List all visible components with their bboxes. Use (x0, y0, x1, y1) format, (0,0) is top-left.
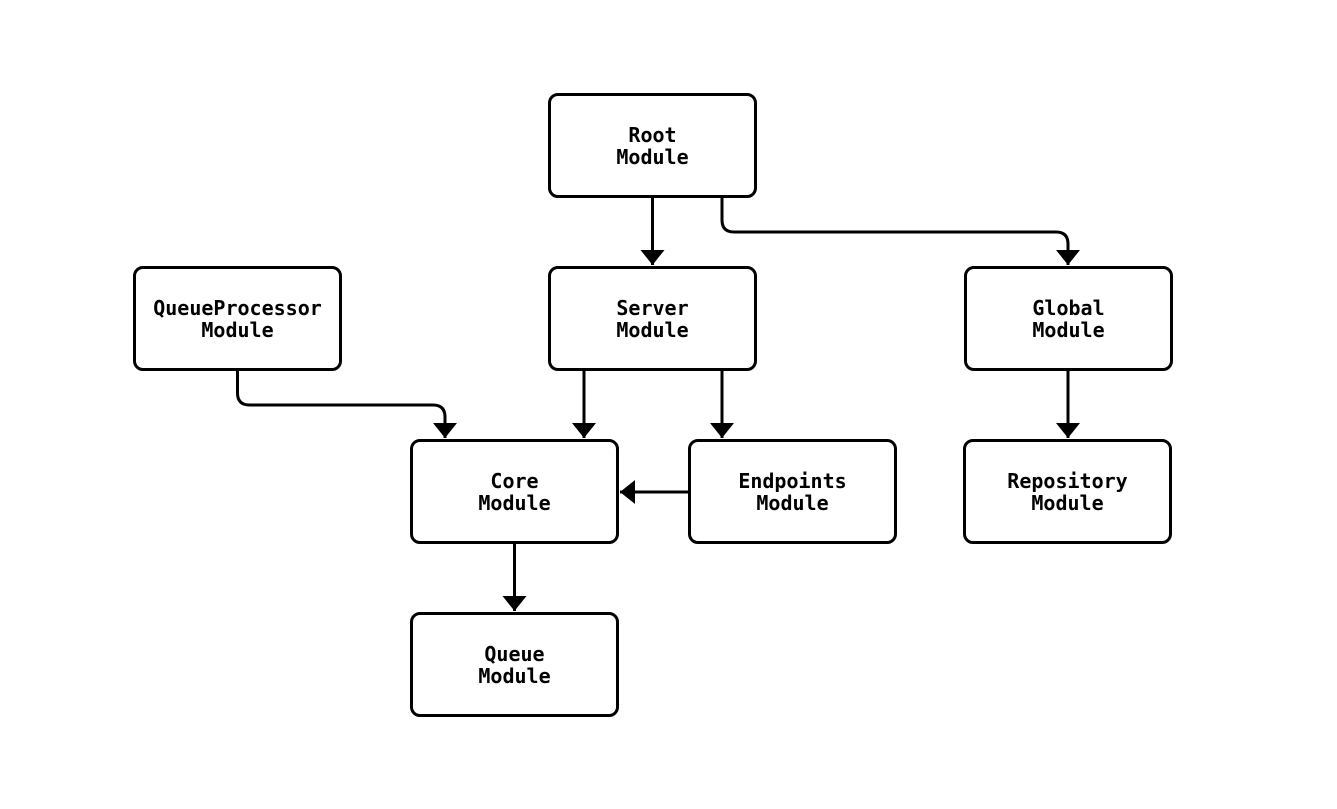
node-queueprocessor-label-line2: Module (201, 317, 274, 342)
node-server-label-line2: Module (616, 317, 689, 342)
node-repository-module: Repository Module (963, 439, 1172, 544)
node-global-label-line2: Module (1032, 317, 1105, 342)
node-server-label-line1: Server (616, 295, 689, 320)
edge-queueprocessor-to-core (236, 371, 457, 438)
node-root-label-line2: Module (616, 144, 689, 169)
edge-root-to-global (720, 198, 1080, 265)
node-core-module: Core Module (410, 439, 619, 544)
node-root-label-line1: Root (628, 122, 677, 147)
node-global-module: Global Module (964, 266, 1173, 371)
node-server-module: Server Module (548, 266, 757, 371)
node-endpoints-label-line1: Endpoints (738, 468, 847, 493)
node-endpoints-label-line2: Module (756, 490, 829, 515)
node-queue-module: Queue Module (410, 612, 619, 717)
node-repository-label-line1: Repository (1007, 468, 1128, 493)
node-core-label-line2: Module (478, 490, 551, 515)
node-queueprocessor-label-line1: QueueProcessor (153, 295, 322, 320)
node-repository-label-line2: Module (1031, 490, 1104, 515)
node-core-label-line1: Core (490, 468, 539, 493)
node-queue-label-line1: Queue (484, 641, 545, 666)
node-queue-label-line2: Module (478, 663, 551, 688)
node-queueprocessor-module: QueueProcessor Module (133, 266, 342, 371)
node-endpoints-module: Endpoints Module (688, 439, 897, 544)
node-root-module: Root Module (548, 93, 757, 198)
node-global-label-line1: Global (1032, 295, 1105, 320)
